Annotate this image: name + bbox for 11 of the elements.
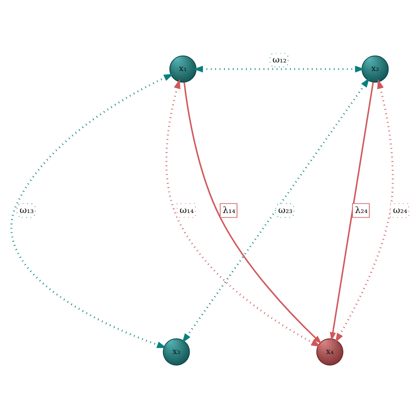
arrow xyxy=(335,78,394,342)
edge-label: λ₁₄ xyxy=(222,206,236,216)
edge-label: ω₂₄ xyxy=(393,206,408,216)
arrow xyxy=(10,73,174,348)
edge-label: ω₁₄ xyxy=(180,206,194,216)
edge-label: ω₁₃ xyxy=(20,206,34,216)
arrow xyxy=(330,82,374,341)
edge-label: ω₂₃ xyxy=(278,206,292,216)
edge-label: λ₂₄ xyxy=(355,206,368,216)
arrow xyxy=(193,65,365,72)
edge-label: ω₁₂ xyxy=(272,55,287,66)
